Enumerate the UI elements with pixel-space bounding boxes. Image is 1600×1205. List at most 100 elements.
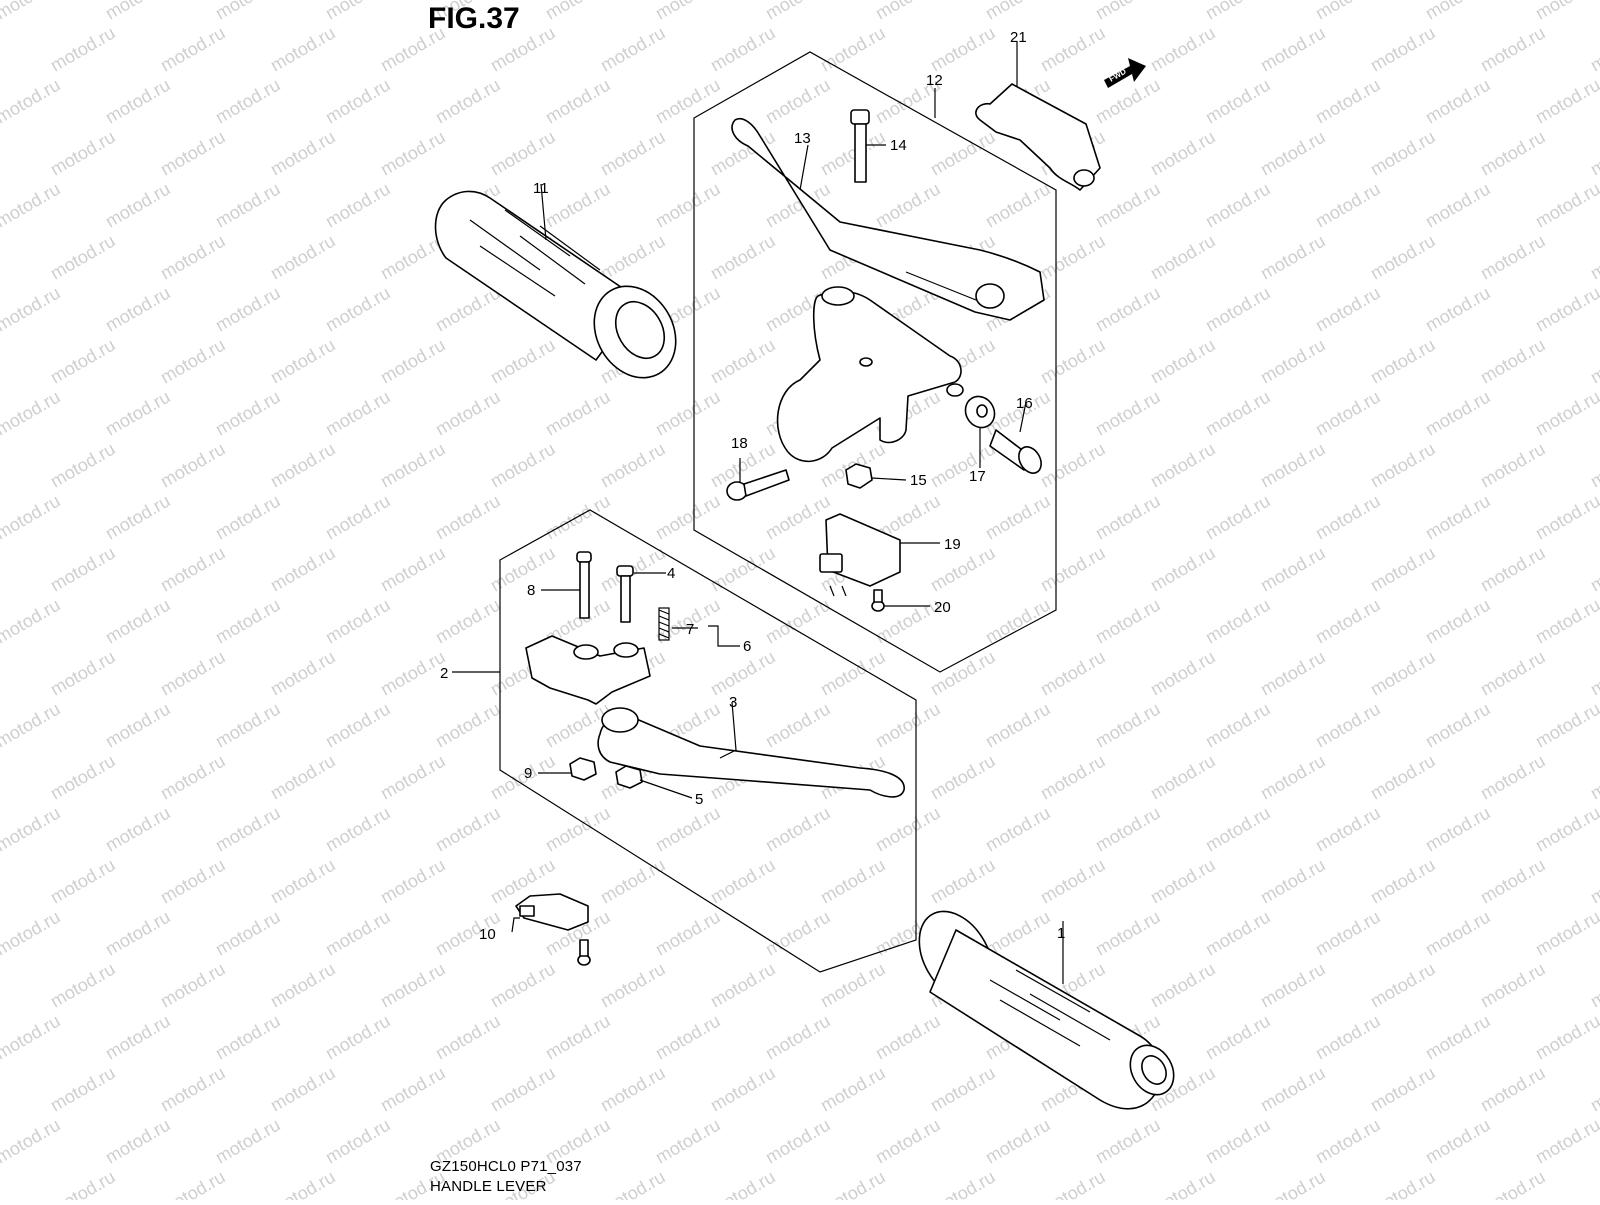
watermark-text: motod.ru <box>1312 1011 1384 1064</box>
watermark-text: motod.ru <box>377 855 449 908</box>
callout-7: 7 <box>686 621 694 638</box>
watermark-text: motod.ru <box>487 751 559 804</box>
watermark-text: motod.ru <box>927 1167 999 1200</box>
watermark-text: motod.ru <box>982 0 1054 23</box>
watermark-text: motod.ru <box>487 335 559 388</box>
watermark-text: motod.ru <box>212 179 284 232</box>
watermark-text: motod.ru <box>707 855 779 908</box>
watermark-text: motod.ru <box>1477 231 1549 284</box>
watermark-text: motod.ru <box>762 595 834 648</box>
watermark-text: motod.ru <box>652 907 724 960</box>
callout-15: 15 <box>910 472 927 489</box>
watermark-text: motod.ru <box>1367 231 1439 284</box>
watermark-text: motod.ru <box>927 855 999 908</box>
clutch-lever-part <box>731 118 1045 321</box>
watermark-text: motod.ru <box>1257 959 1329 1012</box>
screw-10-part <box>577 939 591 966</box>
watermark-text: motod.ru <box>1037 647 1109 700</box>
watermark-text: motod.ru <box>1367 439 1439 492</box>
screw-20-part <box>871 589 885 612</box>
watermark-text: motod.ru <box>1422 907 1494 960</box>
watermark-text: motod.ru <box>322 0 394 23</box>
watermark-text: motod.ru <box>432 803 504 856</box>
callout-6: 6 <box>743 638 751 655</box>
watermark-text: motod.ru <box>817 1063 889 1116</box>
callout-10: 10 <box>479 926 496 943</box>
watermark-text: motod.ru <box>1037 23 1109 76</box>
watermark-text: motod.ru <box>1147 647 1219 700</box>
watermark-text: motod.ru <box>157 959 229 1012</box>
watermark-text: motod.ru <box>157 1167 229 1200</box>
watermark-text: motod.ru <box>1257 231 1329 284</box>
watermark-text: motod.ru <box>872 699 944 752</box>
watermark-text: motod.ru <box>267 439 339 492</box>
watermark-text: motod.ru <box>1312 0 1384 23</box>
watermark-text: motod.ru <box>1587 127 1600 180</box>
watermark-text: motod.ru <box>597 231 669 284</box>
watermark-text: motod.ru <box>1422 75 1494 128</box>
watermark-text: motod.ru <box>982 803 1054 856</box>
watermark-text: motod.ru <box>212 907 284 960</box>
watermark-text: motod.ru <box>267 647 339 700</box>
watermark-text: motod.ru <box>1532 1011 1600 1064</box>
watermark-text: motod.ru <box>1587 959 1600 1012</box>
watermark-text: motod.ru <box>267 1167 339 1200</box>
watermark-text: motod.ru <box>377 751 449 804</box>
watermark-text: motod.ru <box>432 387 504 440</box>
watermark-text: motod.ru <box>652 491 724 544</box>
watermark-text: motod.ru <box>542 387 614 440</box>
watermark-text: motod.ru <box>47 543 119 596</box>
watermark-text: motod.ru <box>157 751 229 804</box>
watermark-text: motod.ru <box>322 907 394 960</box>
watermark-text: motod.ru <box>707 1063 779 1116</box>
watermark-text: motod.ru <box>1422 1011 1494 1064</box>
watermark-text: motod.ru <box>102 179 174 232</box>
watermark-text: motod.ru <box>1587 335 1600 388</box>
callout-16: 16 <box>1016 395 1033 412</box>
watermark-text: motod.ru <box>1257 1063 1329 1116</box>
watermark-text: motod.ru <box>157 335 229 388</box>
watermark-text: motod.ru <box>267 127 339 180</box>
locknut-17-part <box>964 395 996 429</box>
watermark-text: motod.ru <box>212 1115 284 1168</box>
brake-lever-holder-part <box>525 635 651 705</box>
watermark-text: motod.ru <box>1587 439 1600 492</box>
watermark-text: motod.ru <box>597 127 669 180</box>
watermark-text: motod.ru <box>542 0 614 23</box>
watermark-text: motod.ru <box>1202 803 1274 856</box>
watermark-text: motod.ru <box>872 0 944 23</box>
watermark-text: motod.ru <box>267 959 339 1012</box>
watermark-text: motod.ru <box>652 1115 724 1168</box>
watermark-text: motod.ru <box>377 335 449 388</box>
figure-name: HANDLE LEVER <box>430 1178 547 1195</box>
watermark-text: motod.ru <box>47 855 119 908</box>
watermark-text: motod.ru <box>322 1115 394 1168</box>
watermark-text: motod.ru <box>1477 1167 1549 1200</box>
watermark-text: motod.ru <box>1257 335 1329 388</box>
watermark-text: motod.ru <box>1367 959 1439 1012</box>
watermark-text: motod.ru <box>102 0 174 23</box>
watermark-text: motod.ru <box>0 387 64 440</box>
watermark-text: motod.ru <box>102 387 174 440</box>
watermark-text: motod.ru <box>1532 283 1600 336</box>
watermark-text: motod.ru <box>1367 127 1439 180</box>
watermark-text: motod.ru <box>212 491 284 544</box>
watermark-text: motod.ru <box>1202 179 1274 232</box>
callout-5: 5 <box>695 791 703 808</box>
watermark-text: motod.ru <box>1092 595 1164 648</box>
left-grip-part <box>434 190 677 379</box>
watermark-text: motod.ru <box>817 647 889 700</box>
watermark-text: motod.ru <box>597 959 669 1012</box>
watermark-text: motod.ru <box>1312 283 1384 336</box>
callout-8: 8 <box>527 582 535 599</box>
watermark-text: motod.ru <box>47 1063 119 1116</box>
watermark-text: motod.ru <box>1587 231 1600 284</box>
watermark-text: motod.ru <box>1312 907 1384 960</box>
watermark-text: motod.ru <box>707 231 779 284</box>
nut-9-part <box>569 757 597 781</box>
watermark-text: motod.ru <box>1312 699 1384 752</box>
watermark-text: motod.ru <box>1477 439 1549 492</box>
watermark-text: motod.ru <box>1202 699 1274 752</box>
leader-lines <box>452 42 1064 984</box>
